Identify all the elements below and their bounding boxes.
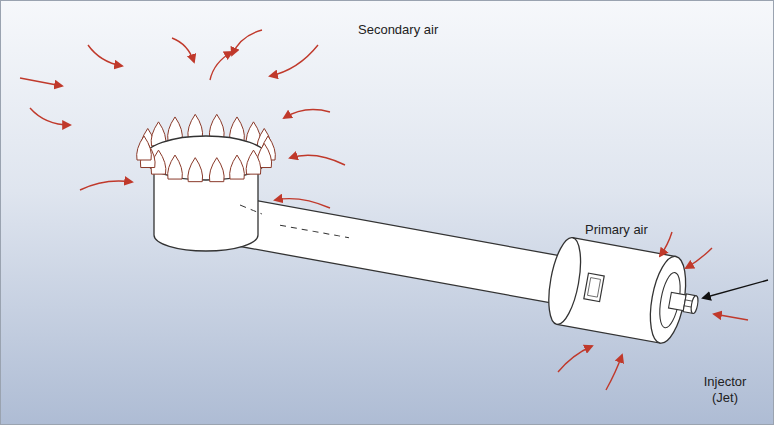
- flame: [168, 155, 183, 179]
- flame: [246, 150, 261, 174]
- part-label: Primary air: [585, 222, 648, 238]
- flame: [188, 158, 203, 182]
- label-holder: Primary air: [585, 222, 648, 238]
- flame: [209, 158, 224, 182]
- burner-tube: [232, 179, 705, 349]
- flame: [188, 114, 203, 138]
- air-port: [584, 273, 604, 301]
- flame: [230, 155, 245, 179]
- part-label: Secondary air: [358, 22, 438, 38]
- flame: [137, 136, 152, 160]
- label-holder: Secondary air: [358, 22, 438, 38]
- flame: [209, 114, 224, 138]
- burner-cap: [144, 136, 268, 180]
- air-arrows: [20, 30, 748, 390]
- label-holder: Injector (Jet): [694, 374, 756, 407]
- part-label: Injector (Jet): [694, 374, 756, 407]
- leader-line: [703, 280, 768, 298]
